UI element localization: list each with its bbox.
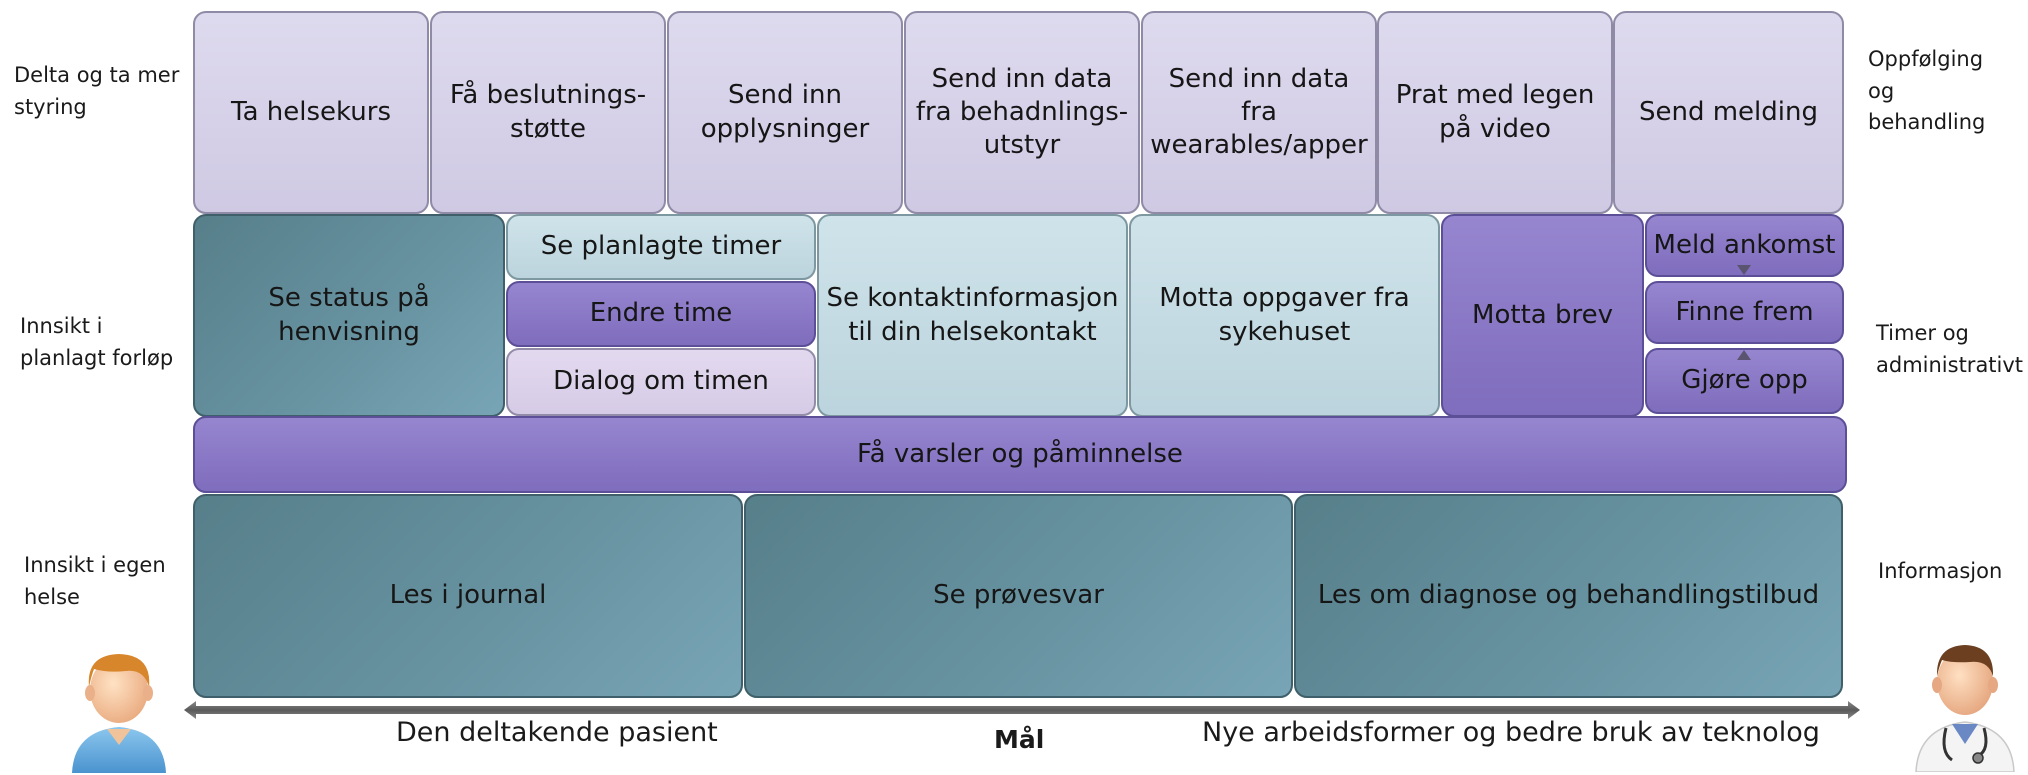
arrow-down-icon	[1737, 265, 1751, 275]
caption-nye-arbeidsformer: Nye arbeidsformer og bedre bruk av tekno…	[1202, 717, 1820, 748]
box-kontaktinformasjon: Se kontaktinformasjon til din helsekonta…	[817, 214, 1128, 417]
box-video: Prat med legen på video	[1377, 11, 1613, 214]
caption-deltakende-pasient: Den deltakende pasient	[396, 717, 718, 748]
box-varsler: Få varsler og påminnelse	[193, 416, 1847, 493]
box-send-melding: Send melding	[1613, 11, 1844, 214]
label-innsikt-helse: Innsikt i egen helse	[24, 553, 166, 609]
box-motta-oppgaver: Motta oppgaver fra sykehuset	[1129, 214, 1440, 417]
box-endre-time: Endre time	[506, 281, 816, 347]
box-diagnose: Les om diagnose og behandlingstilbud	[1294, 494, 1843, 698]
box-planlagte-timer: Se planlagte timer	[506, 214, 816, 280]
box-send-opplysninger: Send inn opplysninger	[667, 11, 903, 214]
label-timer-admin: Timer og administrativt	[1876, 321, 2024, 377]
box-beslutningsstotte: Få beslutnings-støtte	[430, 11, 666, 214]
label-delta-styring: Delta og ta mer styring	[14, 63, 180, 119]
box-wearables: Send inn data fra wearables/apper	[1141, 11, 1377, 214]
doctor-icon	[1915, 645, 2015, 772]
box-status-henvisning: Se status på henvisning	[193, 214, 505, 417]
box-dialog-timen: Dialog om timen	[506, 348, 816, 416]
label-innsikt-forlop: Innsikt i planlagt forløp	[20, 314, 174, 370]
box-motta-brev: Motta brev	[1441, 214, 1644, 417]
label-informasjon: Informasjon	[1878, 559, 2003, 583]
box-les-journal: Les i journal	[193, 494, 743, 698]
patient-icon	[72, 654, 166, 773]
label-oppfolging: Oppfølging og behandling	[1868, 47, 1986, 134]
arrow-up-icon	[1737, 350, 1751, 360]
box-ta-helsekurs: Ta helsekurs	[193, 11, 429, 214]
box-provesvar: Se prøvesvar	[744, 494, 1293, 698]
caption-mal: Mål	[994, 725, 1045, 754]
box-behandlingsutstyr: Send inn data fra behadnlings-utstyr	[904, 11, 1140, 214]
box-finne-frem: Finne frem	[1645, 281, 1844, 344]
goal-axis	[184, 701, 1860, 719]
